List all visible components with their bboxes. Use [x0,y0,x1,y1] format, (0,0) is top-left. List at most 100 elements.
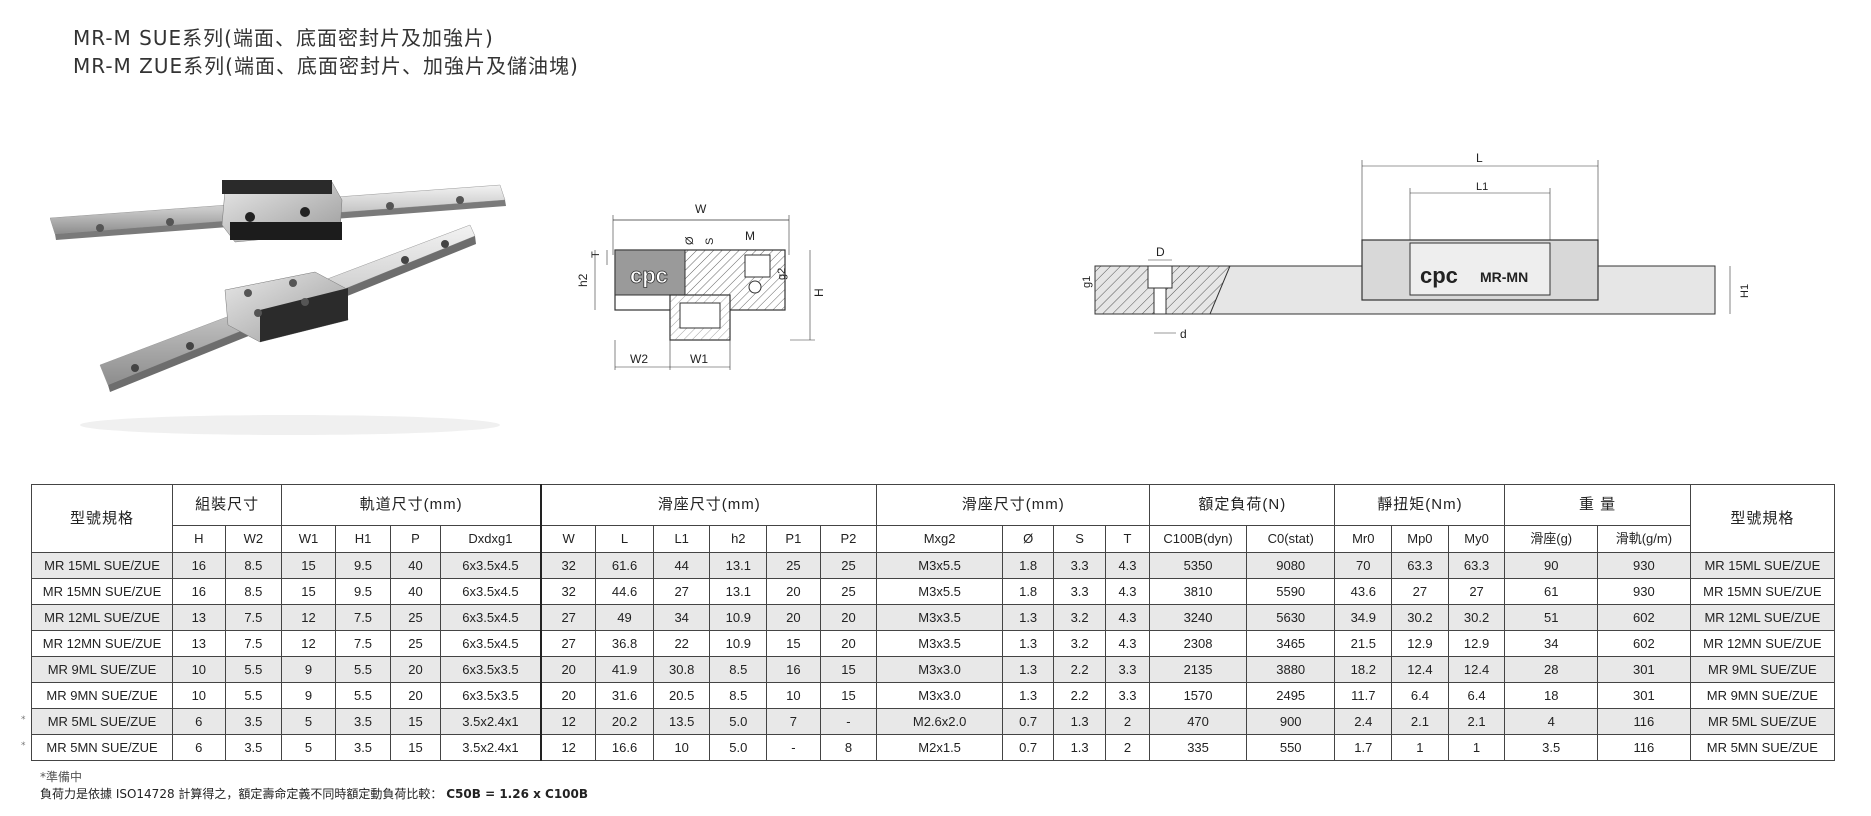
header-model-right: 型號規格 [1689,484,1836,553]
table-cell: 4.3 [1104,578,1151,605]
table-cell: 9.5 [334,578,392,605]
table-cell: 12 [540,734,597,761]
table-cell: 63.3 [1391,552,1449,579]
table-cell: M2x1.5 [876,734,1003,761]
table-cell: 15 [390,734,441,761]
series-title-zue: MR-M ZUE系列(端面、底面密封片、加強片及儲油塊) [73,54,579,78]
dim-H1-label: H1 [1739,284,1751,298]
table-cell: - [819,708,878,735]
dim-g1-label: g1 [1081,276,1093,288]
table-cell: 22 [652,630,711,657]
row-model: MR 12MN SUE/ZUE [30,630,174,657]
table-cell: 20.5 [652,682,711,709]
table-cell: 4.3 [1104,604,1151,631]
table-cell: 9.5 [334,552,392,579]
cpc-logo-side: cpc [1420,263,1458,288]
subheader-cell: W1 [281,525,336,553]
table-cell: 116 [1597,734,1691,761]
row-model-right: MR 9ML SUE/ZUE [1689,656,1836,683]
table-cell: 930 [1597,552,1691,579]
table-cell: 602 [1597,604,1691,631]
table-cell: - [766,734,821,761]
table-cell: 34.9 [1334,604,1393,631]
table-cell: 27 [1447,578,1506,605]
subheader-cell: P2 [819,525,878,553]
row-model: MR 15ML SUE/ZUE [30,552,174,579]
row-model: MR 5ML SUE/ZUE [30,708,174,735]
subheader-cell: Dxdxg1 [439,525,542,553]
subheader-cell: h2 [709,525,768,553]
header-block: 滑座尺寸(mm) [540,484,878,526]
table-cell: 5 [281,708,336,735]
table-cell: 20 [819,604,878,631]
table-cell: 12.4 [1447,656,1506,683]
subheader-cell: 滑座(g) [1504,525,1599,553]
table-cell: 3465 [1245,630,1336,657]
table-cell: 40 [390,552,441,579]
table-cell: 12 [540,708,597,735]
table-cell: 602 [1597,630,1691,657]
table-cell: 21.5 [1334,630,1393,657]
dim-W2-label: W2 [630,352,648,366]
table-cell: 2.1 [1391,708,1449,735]
row-model: MR 9ML SUE/ZUE [30,656,174,683]
dim-W-label: W [695,202,707,216]
table-cell: 550 [1245,734,1336,761]
row-model-right: MR 15MN SUE/ZUE [1689,578,1836,605]
table-cell: 301 [1597,682,1691,709]
table-cell: 25 [390,604,441,631]
table-cell: 44 [652,552,711,579]
table-cell: 6x3.5x3.5 [439,656,542,683]
table-cell: 4.3 [1104,630,1151,657]
subheader-cell: W [540,525,597,553]
table-cell: 20 [766,578,821,605]
subheader-cell: C0(stat) [1245,525,1336,553]
table-cell: 3.5 [334,734,392,761]
table-cell: 61.6 [595,552,654,579]
table-cell: 12.9 [1447,630,1506,657]
dim-g2-label: g2 [776,268,788,280]
series-title-sue: MR-M SUE系列(端面、底面密封片及加強片) [73,26,494,50]
table-cell: 12.4 [1391,656,1449,683]
row-model-right: MR 12ML SUE/ZUE [1689,604,1836,631]
table-cell: 7.5 [334,630,392,657]
table-cell: 27 [540,630,597,657]
table-cell: 20.2 [595,708,654,735]
table-cell: 36.8 [595,630,654,657]
table-cell: 2.1 [1447,708,1506,735]
side-view-drawing: L L1 cpc MR-MN D d g1 H1 [1081,151,1751,341]
table-cell: 6x3.5x4.5 [439,578,542,605]
table-cell: 5630 [1245,604,1336,631]
table-cell: 5.0 [709,708,768,735]
table-cell: 7.5 [224,630,283,657]
table-cell: 25 [390,630,441,657]
table-cell: 12 [281,604,336,631]
table-cell: 27 [652,578,711,605]
row-model-right: MR 5MN SUE/ZUE [1689,734,1836,761]
row-model: MR 12ML SUE/ZUE [30,604,174,631]
preparation-mark: * [21,740,26,751]
table-cell: 1.8 [1001,578,1055,605]
table-cell: 63.3 [1447,552,1506,579]
dim-L-label: L [1476,151,1483,165]
table-cell: 8.5 [224,552,283,579]
header-moment: 靜扭矩(Nm) [1334,484,1506,526]
row-model: MR 9MN SUE/ZUE [30,682,174,709]
table-cell: 30.2 [1391,604,1449,631]
table-cell: 28 [1504,656,1599,683]
header-block2: 滑座尺寸(mm) [876,484,1151,526]
table-cell: 15 [281,578,336,605]
table-cell: 34 [1504,630,1599,657]
table-cell: 8.5 [709,656,768,683]
header-assembly: 組裝尺寸 [172,484,283,526]
subheader-cell: S [1053,525,1106,553]
table-cell: 2308 [1149,630,1247,657]
dim-phi-label: Ø [684,236,696,245]
table-cell: 25 [819,578,878,605]
table-cell: 2.2 [1053,682,1106,709]
table-cell: 5.5 [334,656,392,683]
subheader-cell: P1 [766,525,821,553]
table-cell: 10 [172,656,226,683]
